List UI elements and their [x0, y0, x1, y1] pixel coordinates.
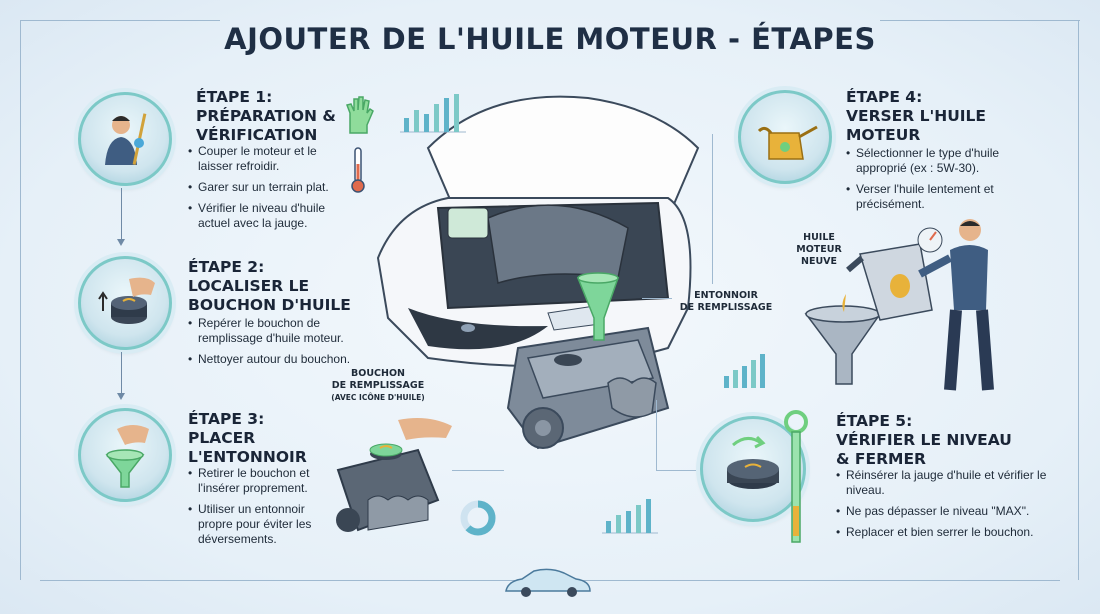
list-item: Sélectionner le type d'huile approprié (… — [846, 146, 1021, 176]
dipstick-icon — [784, 410, 808, 543]
step2-title: ÉTAPE 2: LOCALISER LE BOUCHON D'HUILE — [188, 258, 351, 314]
step5-title: ÉTAPE 5: VÉRIFIER LE NIVEAU & FERMER — [836, 412, 1012, 468]
list-item: Ne pas dépasser le niveau "MAX". — [836, 504, 1056, 519]
list-item: Retirer le bouchon et l'insérer propreme… — [188, 466, 328, 496]
frame-line-right — [1078, 20, 1079, 580]
glove-icon — [346, 96, 374, 134]
step2-to-step3-arrow — [117, 352, 125, 400]
mechanic-with-dipstick-icon — [105, 113, 147, 165]
cap-callout: BOUCHON DE REMPLISSAGE (AVEC ICÔNE D'HUI… — [331, 368, 425, 402]
bar-chart-icon — [400, 94, 466, 133]
step5-connector-line-2 — [656, 470, 696, 471]
list-item: Replacer et bien serrer le bouchon. — [836, 525, 1056, 540]
funnel-callout-line — [642, 298, 672, 299]
list-item: Repérer le bouchon de remplissage d'huil… — [188, 316, 363, 346]
car-engine-illustration — [376, 95, 700, 450]
list-item: Nettoyer autour du bouchon. — [188, 352, 363, 367]
list-item: Utiliser un entonnoir propre pour éviter… — [188, 502, 328, 547]
page-title: AJOUTER DE L'HUILE MOTEUR - ÉTAPES — [224, 22, 876, 56]
hand-placing-funnel-icon — [105, 425, 149, 488]
list-item: Verser l'huile lentement et précisément. — [846, 182, 1021, 212]
step1-title: ÉTAPE 1: PRÉPARATION & VÉRIFICATION — [196, 88, 336, 144]
step1-to-step2-arrow — [117, 188, 125, 246]
list-item: Vérifier le niveau d'huile actuel avec l… — [188, 201, 338, 231]
thermometer-icon — [351, 147, 365, 193]
bar-chart-icon-3 — [724, 354, 765, 388]
donut-chart-icon — [460, 500, 496, 536]
step4-title: ÉTAPE 4: VERSER L'HUILE MOTEUR — [846, 88, 987, 144]
step2-list: Repérer le bouchon de remplissage d'huil… — [188, 316, 363, 373]
step4-connector-line — [712, 134, 713, 284]
oil-cap-icon — [727, 435, 779, 489]
oil-can-icon — [757, 125, 818, 160]
frame-line-left — [20, 20, 21, 580]
car-icon — [505, 568, 591, 597]
funnel-callout: ENTONNOIR DE REMPLISSAGE — [679, 290, 773, 313]
step3-list: Retirer le bouchon et l'insérer propreme… — [188, 466, 328, 553]
step3-illustration — [78, 408, 172, 502]
cap-connector-line — [452, 470, 504, 471]
list-item: Couper le moteur et le laisser refroidir… — [188, 144, 338, 174]
step5-illustration — [700, 416, 806, 522]
list-item: Réinsérer la jauge d'huile et vérifier l… — [836, 468, 1056, 498]
step1-illustration — [78, 92, 172, 186]
bar-chart-icon-2 — [602, 499, 658, 534]
step5-connector-line — [656, 400, 657, 470]
new-oil-callout: HUILE MOTEUR NEUVE — [796, 232, 842, 267]
step4-illustration — [738, 90, 832, 184]
frame-line-top-right — [880, 20, 1080, 21]
step1-list: Couper le moteur et le laisser refroidir… — [188, 144, 338, 237]
hand-on-oil-cap-icon — [98, 277, 155, 324]
person-pouring-oil-illustration — [804, 219, 994, 391]
list-item: Garer sur un terrain plat. — [188, 180, 338, 195]
step5-list: Réinsérer la jauge d'huile et vérifier l… — [836, 468, 1056, 546]
step2-illustration — [78, 256, 172, 350]
frame-line-top-left — [20, 20, 220, 21]
oil-cap-engine-illustration — [336, 418, 452, 532]
step3-title: ÉTAPE 3: PLACER L'ENTONNOIR — [188, 410, 307, 466]
step4-list: Sélectionner le type d'huile approprié (… — [846, 146, 1021, 218]
